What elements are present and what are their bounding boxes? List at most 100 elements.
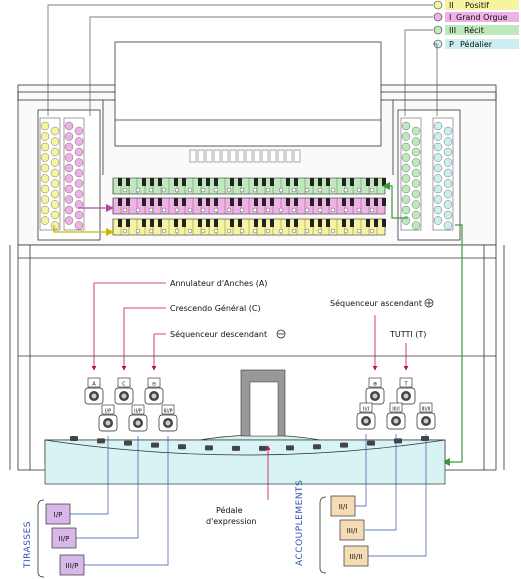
drawknob[interactable] xyxy=(64,216,74,225)
stop-tab[interactable] xyxy=(293,149,301,163)
pedal-key[interactable] xyxy=(394,438,402,444)
black-key[interactable] xyxy=(326,198,330,206)
pedal-key[interactable] xyxy=(124,440,132,446)
thumb-piston[interactable] xyxy=(187,228,193,234)
drawknob[interactable] xyxy=(50,179,60,188)
black-key[interactable] xyxy=(238,219,242,227)
black-key[interactable] xyxy=(214,219,218,227)
thumb-piston[interactable] xyxy=(304,187,310,193)
thumb-piston[interactable] xyxy=(265,207,271,213)
black-key[interactable] xyxy=(254,219,258,227)
thumb-piston[interactable] xyxy=(187,187,193,193)
black-key[interactable] xyxy=(198,219,202,227)
pedal-key[interactable] xyxy=(421,436,429,441)
drawknob[interactable] xyxy=(411,147,421,157)
drawknob[interactable] xyxy=(64,163,74,173)
drawknob[interactable] xyxy=(411,158,421,167)
thumb-piston[interactable] xyxy=(213,207,219,213)
black-key[interactable] xyxy=(350,178,354,186)
drawknob[interactable] xyxy=(50,168,60,178)
drawknob[interactable] xyxy=(443,221,453,230)
black-key[interactable] xyxy=(382,198,386,206)
drawknob[interactable] xyxy=(401,205,411,215)
black-key[interactable] xyxy=(238,198,242,206)
black-key[interactable] xyxy=(182,219,186,227)
drawknob[interactable] xyxy=(411,179,421,188)
black-key[interactable] xyxy=(158,219,162,227)
black-key[interactable] xyxy=(382,178,386,186)
stop-tab[interactable] xyxy=(213,149,221,163)
black-key[interactable] xyxy=(150,178,154,186)
black-key[interactable] xyxy=(198,198,202,206)
thumb-piston[interactable] xyxy=(343,187,349,193)
black-key[interactable] xyxy=(350,198,354,206)
black-key[interactable] xyxy=(174,198,178,206)
thumb-piston[interactable] xyxy=(265,187,271,193)
drawknob[interactable] xyxy=(443,126,453,136)
drawknob[interactable] xyxy=(433,153,443,162)
thumb-piston[interactable] xyxy=(330,187,336,193)
black-key[interactable] xyxy=(230,219,234,227)
drawknob[interactable] xyxy=(64,205,74,215)
black-key[interactable] xyxy=(326,178,330,186)
black-key[interactable] xyxy=(150,198,154,206)
drawknob[interactable] xyxy=(74,221,84,230)
drawknob[interactable] xyxy=(411,137,421,146)
drawknob[interactable] xyxy=(433,163,443,173)
thumb-piston[interactable] xyxy=(239,207,245,213)
stop-tab[interactable] xyxy=(277,149,285,163)
drawknob[interactable] xyxy=(64,174,74,183)
black-key[interactable] xyxy=(342,198,346,206)
pedal-key[interactable] xyxy=(97,438,105,444)
toe-piston-right-0[interactable]: ⊕ xyxy=(365,377,385,405)
black-key[interactable] xyxy=(174,219,178,227)
black-key[interactable] xyxy=(326,219,330,227)
thumb-piston[interactable] xyxy=(304,228,310,234)
drawknob[interactable] xyxy=(40,153,50,162)
thumb-piston[interactable] xyxy=(278,187,284,193)
thumb-piston[interactable] xyxy=(278,207,284,213)
black-key[interactable] xyxy=(142,219,146,227)
black-key[interactable] xyxy=(270,198,274,206)
black-key[interactable] xyxy=(374,219,378,227)
stop-tab[interactable] xyxy=(261,149,269,163)
black-key[interactable] xyxy=(366,219,370,227)
black-key[interactable] xyxy=(254,178,258,186)
drawknob[interactable] xyxy=(40,121,50,131)
drawknob[interactable] xyxy=(64,121,74,131)
black-key[interactable] xyxy=(262,178,266,186)
black-key[interactable] xyxy=(126,198,130,206)
thumb-piston[interactable] xyxy=(369,187,375,193)
thumb-piston[interactable] xyxy=(343,228,349,234)
stop-tab[interactable] xyxy=(269,149,277,163)
pedal-key[interactable] xyxy=(178,444,186,450)
thumb-piston[interactable] xyxy=(330,228,336,234)
drawknob[interactable] xyxy=(50,210,60,220)
thumb-piston[interactable] xyxy=(317,207,323,213)
toe-piston-accoup-1[interactable]: III/I xyxy=(386,402,406,430)
drawknob[interactable] xyxy=(74,168,84,178)
drawknob[interactable] xyxy=(64,195,74,204)
black-key[interactable] xyxy=(158,178,162,186)
drawknob[interactable] xyxy=(40,132,50,141)
thumb-piston[interactable] xyxy=(213,228,219,234)
pedal-key[interactable] xyxy=(286,445,294,451)
stop-tab[interactable] xyxy=(205,149,213,163)
toe-piston-left-2[interactable]: ⊖ xyxy=(144,377,164,405)
drawknob[interactable] xyxy=(64,184,74,194)
thumb-piston[interactable] xyxy=(304,207,310,213)
drawknob[interactable] xyxy=(433,142,443,152)
pedal-key[interactable] xyxy=(205,445,213,451)
black-key[interactable] xyxy=(310,198,314,206)
drawknob[interactable] xyxy=(433,205,443,215)
drawknob[interactable] xyxy=(411,221,421,230)
thumb-piston[interactable] xyxy=(135,228,141,234)
thumb-piston[interactable] xyxy=(122,207,128,213)
drawknob[interactable] xyxy=(401,121,411,131)
black-key[interactable] xyxy=(158,198,162,206)
drawknob[interactable] xyxy=(411,200,421,209)
stop-tab[interactable] xyxy=(237,149,245,163)
drawknob[interactable] xyxy=(443,147,453,157)
drawknob[interactable] xyxy=(401,163,411,173)
thumb-piston[interactable] xyxy=(122,228,128,234)
